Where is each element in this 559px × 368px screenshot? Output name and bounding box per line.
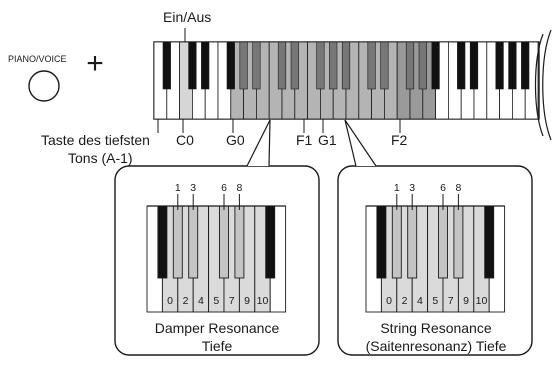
plus-sign: + [86, 47, 104, 80]
black-key [188, 41, 197, 90]
mini-gray-black-key [391, 205, 402, 279]
black-key-number: 1 [394, 182, 400, 194]
black-key [290, 41, 299, 90]
black-key [252, 41, 261, 90]
black-key [380, 41, 389, 90]
white-key-number: 4 [417, 295, 423, 307]
white-key-number: 5 [213, 295, 219, 307]
note-label-f1: F1 [296, 132, 313, 148]
note-label-g0: G0 [226, 132, 245, 148]
white-key-number: 4 [198, 295, 204, 307]
note-label-g1: G1 [318, 132, 337, 148]
black-key [201, 41, 210, 90]
lowest-key-label-1: Taste des tiefsten [41, 132, 150, 148]
black-key [367, 41, 376, 90]
piano-voice-button[interactable] [28, 70, 60, 102]
mini-black-key [157, 205, 168, 279]
black-key [521, 41, 530, 90]
black-key [226, 41, 235, 90]
damper-callout-pointer-outline [246, 119, 271, 167]
white-key-number: 2 [402, 295, 408, 307]
black-key-number: 3 [409, 182, 415, 194]
black-key-number: 6 [440, 182, 446, 194]
black-key [277, 41, 287, 90]
mini-black-key [376, 205, 387, 279]
white-key-number: 2 [183, 295, 189, 307]
note-label-c0: C0 [176, 132, 194, 148]
black-key [418, 41, 427, 90]
mini-gray-black-key [438, 205, 448, 279]
mini-black-key [484, 205, 495, 279]
piano-voice-label: PIANO/VOICE [8, 54, 67, 64]
black-key [162, 41, 171, 90]
string-callout-pointer-outline [344, 119, 377, 167]
black-key [316, 41, 325, 90]
black-key [431, 41, 440, 90]
white-key-number: 9 [244, 295, 250, 307]
mini-gray-black-key [219, 205, 229, 279]
mini-gray-black-key [453, 205, 464, 279]
mini-gray-black-key [172, 205, 183, 279]
black-key [239, 41, 248, 90]
mini-gray-black-key [407, 205, 418, 279]
white-key-number: 5 [432, 295, 438, 307]
note-label-f2: F2 [391, 132, 408, 148]
black-key [341, 41, 351, 90]
mini-black-key [265, 205, 276, 279]
black-key [329, 41, 338, 90]
main-keyboard [153, 41, 540, 120]
cut-line-2 [542, 29, 552, 141]
black-key-number: 8 [236, 182, 242, 194]
mini-gray-black-key [234, 205, 245, 279]
mini-gray-black-key [188, 205, 199, 279]
lowest-key-label-2: Tons (A-1) [68, 150, 133, 166]
white-key-number: 10 [476, 295, 488, 307]
string-caption-2: (Saitenresonanz) Tiefe [366, 338, 507, 354]
damper-caption-2: Tiefe [202, 338, 233, 354]
cut-line-1 [534, 33, 544, 137]
black-key-number: 6 [221, 182, 227, 194]
black-key-number: 1 [175, 182, 181, 194]
white-key-number: 0 [167, 295, 173, 307]
black-key-number: 8 [455, 182, 461, 194]
black-key [508, 41, 517, 90]
white-key-number: 9 [463, 295, 469, 307]
damper-caption-1: Damper Resonance [155, 320, 280, 336]
black-key [495, 41, 504, 90]
black-key [405, 41, 415, 90]
white-key-number: 10 [257, 295, 269, 307]
black-keys [162, 41, 530, 90]
white-key-number: 7 [229, 295, 235, 307]
power-label: Ein/Aus [163, 9, 211, 25]
white-key-number: 0 [386, 295, 392, 307]
string-caption-1: String Resonance [380, 320, 492, 336]
black-key [469, 41, 479, 90]
white-key-number: 7 [448, 295, 454, 307]
black-key [457, 41, 466, 90]
black-key-number: 3 [190, 182, 196, 194]
